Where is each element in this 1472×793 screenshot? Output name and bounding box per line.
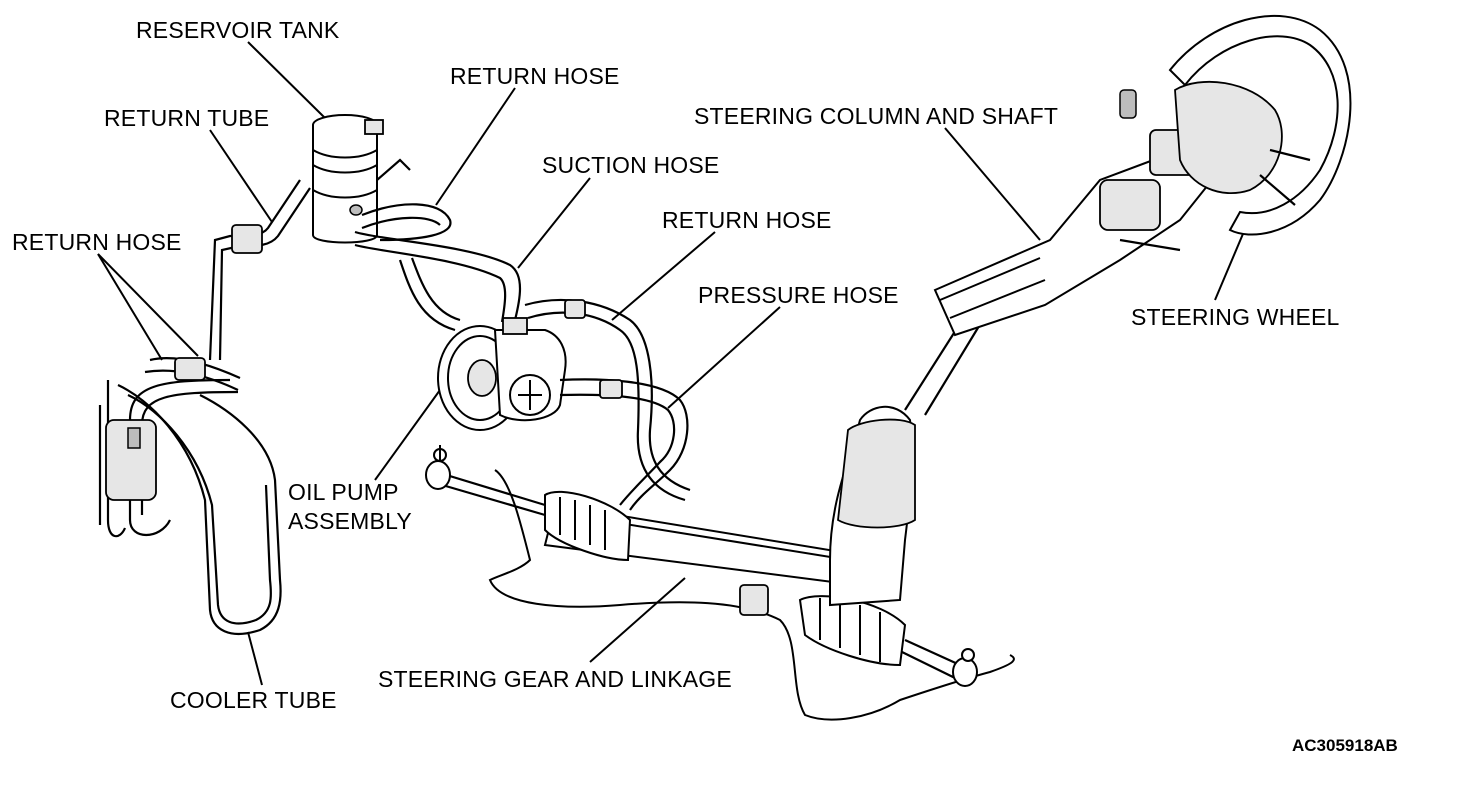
label-return-tube: RETURN TUBE (104, 105, 270, 131)
leader-return-hose-mid (611, 231, 716, 321)
leader-return-hose-left-a (97, 253, 163, 361)
cooler-tube (98, 378, 282, 635)
return-hose-top (361, 203, 452, 242)
label-reservoir-tank: RESERVOIR TANK (136, 17, 340, 43)
reservoir-tank (312, 114, 411, 244)
label-return-hose-left: RETURN HOSE (12, 229, 182, 255)
steering-wheel (1168, 15, 1352, 236)
label-oil-pump-line1: OIL PUMP (288, 479, 399, 505)
leader-steering-gear (589, 577, 686, 663)
label-cooler-tube: COOLER TUBE (170, 687, 337, 713)
label-suction-hose: SUCTION HOSE (542, 152, 720, 178)
leader-return-hose-left-b (97, 253, 199, 357)
return-tube (144, 179, 311, 391)
suction-hose (354, 230, 522, 332)
leader-cooler-tube (247, 631, 263, 686)
leader-oil-pump (374, 389, 441, 481)
label-oil-pump-line2: ASSEMBLY (288, 508, 412, 534)
steering-gear-and-linkage (425, 445, 978, 687)
label-return-hose-mid: RETURN HOSE (662, 207, 832, 233)
leader-return-tube (209, 129, 273, 223)
leader-steering-column (944, 127, 1041, 241)
leader-pressure-hose (667, 306, 781, 409)
label-steering-column: STEERING COLUMN AND SHAFT (694, 103, 1059, 129)
figure-code: AC305918AB (1292, 736, 1398, 755)
label-return-hose-top: RETURN HOSE (450, 63, 620, 89)
label-steering-wheel: STEERING WHEEL (1131, 304, 1340, 330)
steering-column-and-shaft (829, 89, 1222, 607)
label-pressure-hose: PRESSURE HOSE (698, 282, 899, 308)
leader-reservoir-tank (247, 41, 326, 119)
pressure-hose (559, 378, 689, 511)
leader-suction-hose (517, 177, 591, 269)
label-steering-gear: STEERING GEAR AND LINKAGE (378, 666, 732, 692)
leader-return-hose-top (435, 87, 516, 206)
oil-pump-assembly (437, 317, 567, 431)
leader-lines (97, 41, 1249, 686)
